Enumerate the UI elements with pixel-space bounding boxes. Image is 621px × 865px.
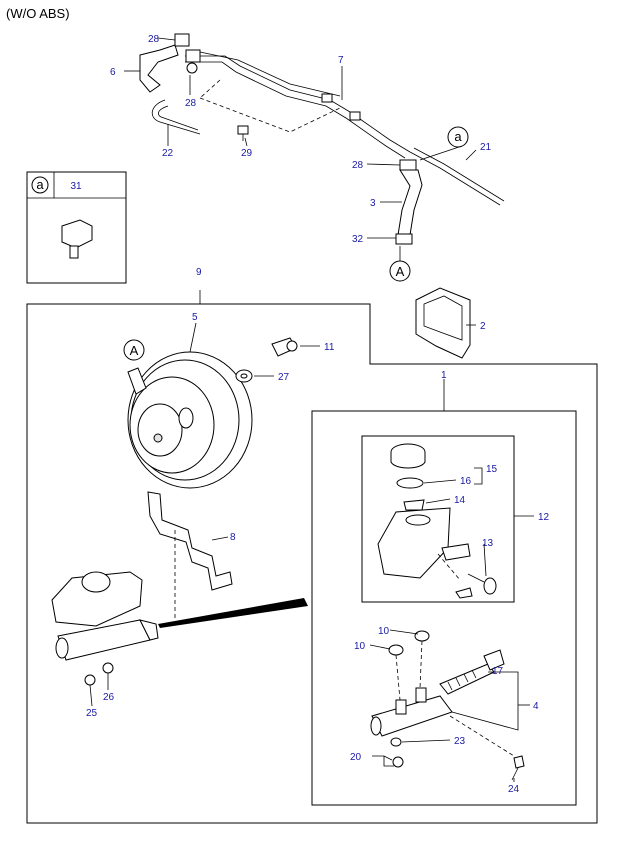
reservoir-12 — [377, 507, 471, 579]
ref-circle-A-booster: A — [123, 339, 145, 361]
callout-7: 7 — [338, 55, 344, 66]
callout-1: 1 — [441, 370, 447, 381]
inset-clip-31: a 31 — [26, 171, 127, 284]
hose-6 — [139, 44, 179, 93]
svg-text:a: a — [454, 129, 462, 144]
callout-25: 25 — [86, 708, 98, 719]
gasket-2 — [415, 287, 471, 359]
nut-25-left — [84, 674, 96, 686]
bracket-8 — [147, 491, 233, 591]
callout-8: 8 — [230, 532, 236, 543]
guide-dashed-7b — [199, 79, 221, 99]
callout-11: 11 — [324, 342, 335, 353]
callout-32: 32 — [352, 234, 364, 245]
callout-4: 4 — [533, 701, 539, 712]
seal-23 — [390, 737, 402, 747]
callout-numbers: 28 6 28 7 22 29 21 28 3 32 9 2 5 11 27 1… — [86, 34, 550, 795]
vacuum-pipe-7 — [185, 51, 411, 159]
callout-28-b: 28 — [185, 98, 197, 109]
callout-5: 5 — [192, 312, 198, 323]
svg-text:A: A — [396, 264, 405, 279]
callout-23: 23 — [454, 736, 466, 747]
callout-22: 22 — [162, 148, 174, 159]
pin-13 — [437, 553, 497, 599]
guide-dashed-7 — [199, 97, 341, 133]
callout-28-c: 28 — [352, 160, 364, 171]
callout-2: 2 — [480, 321, 486, 332]
callout-16: 16 — [460, 476, 472, 487]
screw-20 — [392, 756, 404, 768]
master-cylinder-4 — [370, 687, 453, 737]
callout-14: 14 — [454, 495, 466, 506]
grommet-10-b — [414, 630, 430, 642]
bolt-29 — [237, 125, 249, 141]
master-cylinder-assy-left — [51, 571, 159, 661]
callout-9: 9 — [196, 267, 202, 278]
svg-text:31: 31 — [70, 181, 82, 192]
brake-booster-5 — [127, 351, 253, 489]
callout-26: 26 — [103, 692, 115, 703]
callout-3: 3 — [370, 198, 376, 209]
callout-24: 24 — [508, 784, 520, 795]
bolt-24 — [511, 755, 525, 781]
seal-16 — [396, 477, 424, 489]
callout-27: 27 — [278, 372, 290, 383]
callout-12: 12 — [538, 512, 550, 523]
grommet-27 — [235, 369, 253, 383]
frame-9 — [26, 303, 598, 824]
callout-20: 20 — [350, 752, 362, 763]
frame-1 — [311, 410, 577, 806]
check-valve-hose-21 — [409, 145, 505, 206]
callout-17: 17 — [492, 666, 504, 677]
detail-pointer — [158, 598, 308, 628]
callout-6: 6 — [110, 67, 116, 78]
leader-lines — [89, 37, 534, 782]
callout-13: 13 — [482, 538, 494, 549]
callout-29: 29 — [241, 148, 253, 159]
callout-28-a: 28 — [148, 34, 160, 45]
check-valve-11 — [271, 337, 298, 357]
callout-10-a: 10 — [378, 626, 390, 637]
callout-21: 21 — [480, 142, 492, 153]
svg-text:A: A — [130, 343, 139, 358]
ref-circle-A-top: A — [389, 260, 411, 282]
svg-text:a: a — [36, 177, 44, 192]
ref-circle-a-top: a — [447, 126, 469, 148]
strainer-14 — [403, 499, 425, 511]
diagram-title: (W/O ABS) — [6, 6, 70, 21]
clamp-28-upper — [174, 33, 201, 74]
grommet-10-a — [388, 644, 404, 656]
callout-15: 15 — [486, 464, 498, 475]
frame-12 — [361, 435, 515, 603]
hose-22 — [151, 99, 201, 135]
cap-26-left — [102, 662, 114, 674]
reservoir-cap-15 — [390, 443, 426, 469]
callout-10-b: 10 — [354, 641, 366, 652]
